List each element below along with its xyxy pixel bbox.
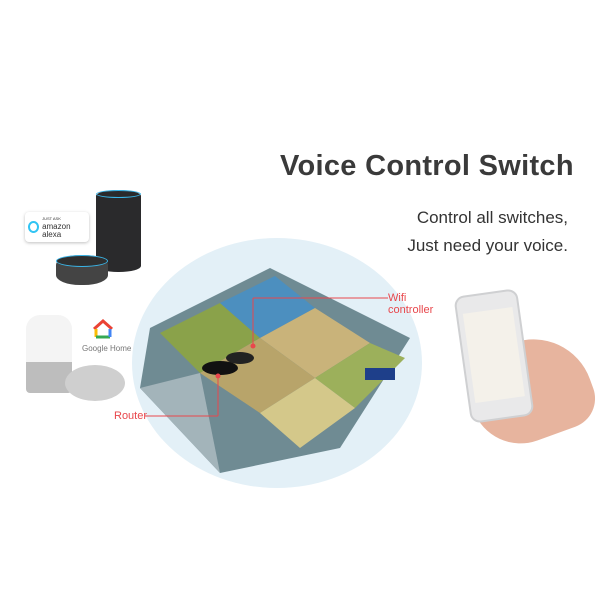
google-home-icon [93,318,113,339]
google-home-text: Google Home [82,344,132,353]
router-label: Router [114,410,148,422]
alexa-logo-badge: JUST ASK amazon alexa [25,212,89,242]
wifi-controller-label: Wifi controller [388,292,433,316]
alexa-logo-text: JUST ASK amazon alexa [42,215,86,239]
phone-screen [462,306,525,404]
smartphone [453,288,535,424]
google-home-mini [65,365,125,401]
subtitle-line-1: Control all switches, [416,208,568,227]
echo-light-ring [96,190,141,198]
house-illustration [140,268,410,473]
page-title: Voice Control Switch [280,150,574,182]
echo-dot-top [56,255,108,267]
alexa-ring-icon [28,221,40,233]
wifi-label-line1: Wifi [388,292,407,304]
wifi-label-line2: controller [388,304,434,316]
subtitle-line-2: Just need your voice. [407,236,568,255]
google-home-speaker [26,315,72,393]
alexa-brand: amazon alexa [42,222,71,239]
alexa-just-ask: JUST ASK [42,216,61,221]
